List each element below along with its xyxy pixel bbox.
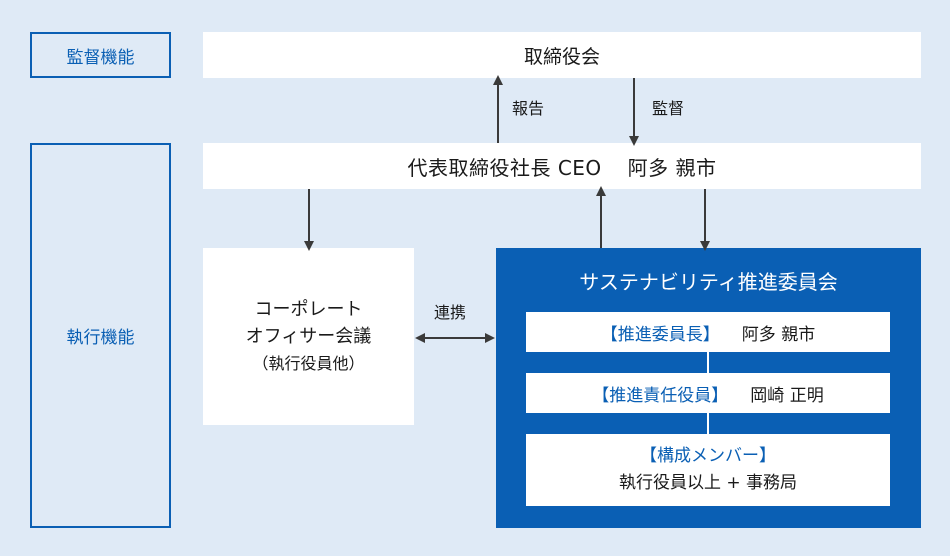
committee-officer-key: 【推進責任役員】 xyxy=(592,385,729,406)
corporate-officer-line3: （執行役員他） xyxy=(252,354,365,373)
supervision-label: 監督機能 xyxy=(30,32,171,78)
ceo-name: 阿多 親市 xyxy=(627,155,717,180)
corporate-officer-line1: コーポレート xyxy=(254,299,363,320)
committee-chair-key: 【推進委員長】 xyxy=(600,324,720,345)
committee-officer-row: 【推進責任役員】 岡崎 正明 xyxy=(526,373,890,413)
ceo-role: 代表取締役社長 CEO xyxy=(407,155,602,180)
committee-members-row: 【構成メンバー】 執行役員以上 + 事務局 xyxy=(526,434,890,506)
committee-chair-name: 阿多 親市 xyxy=(741,324,816,345)
corporate-officer-line2: オフィサー会議 xyxy=(245,326,372,347)
committee-title: サステナビリティ推進委員会 xyxy=(579,270,838,294)
supervise-label: 監督 xyxy=(652,99,685,118)
board-of-directors-box: 取締役会 xyxy=(203,32,921,78)
committee-officer-name: 岡崎 正明 xyxy=(750,385,824,406)
committee-members-key: 【構成メンバー】 xyxy=(640,446,776,466)
committee-chair-row: 【推進委員長】 阿多 親市 xyxy=(526,312,890,352)
committee-members-value: 執行役員以上 + 事務局 xyxy=(618,473,798,493)
ceo-box: 代表取締役社長 CEO 阿多 親市 xyxy=(203,143,921,189)
collaborate-label: 連携 xyxy=(434,303,467,322)
execution-label: 執行機能 xyxy=(30,143,171,528)
corporate-officer-meeting-box: コーポレート オフィサー会議 （執行役員他） xyxy=(203,248,414,425)
report-label: 報告 xyxy=(512,99,545,118)
